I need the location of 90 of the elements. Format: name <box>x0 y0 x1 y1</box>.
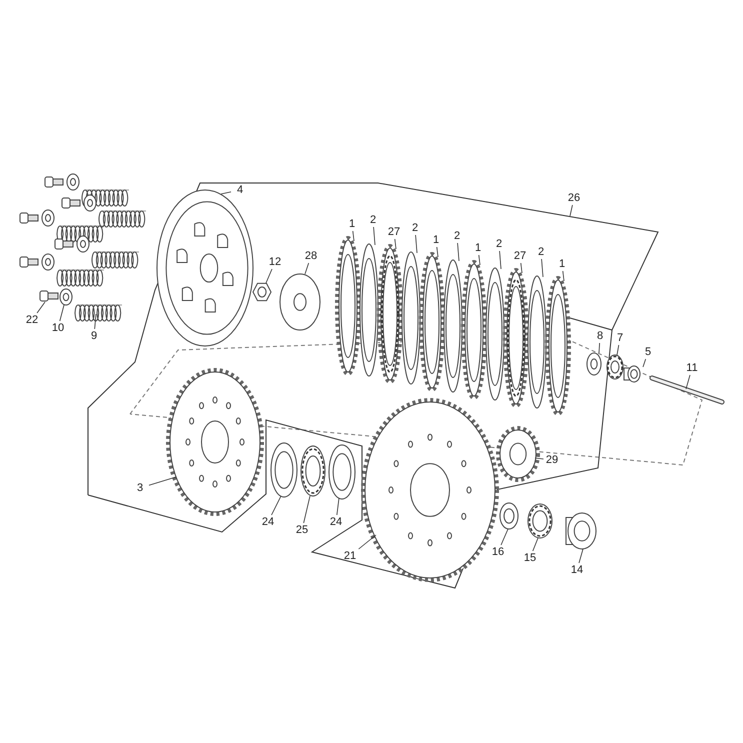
bearing-drawing <box>280 274 320 330</box>
callout-number: 24 <box>328 516 344 528</box>
callout-number: 8 <box>596 330 604 342</box>
bush-drawing <box>566 512 596 550</box>
leader-line <box>94 314 96 330</box>
leader-line <box>59 304 64 322</box>
nut-drawing <box>252 282 272 302</box>
leader-line <box>534 458 544 460</box>
callout-number: 28 <box>304 250 318 262</box>
callout-number: 3 <box>136 482 144 494</box>
leader-line <box>336 498 340 516</box>
leader-line <box>562 270 564 282</box>
friction-plate-drawing <box>503 268 529 408</box>
steel-plate-drawing <box>444 260 462 392</box>
spring-drawing <box>74 304 122 322</box>
leader-line <box>266 268 272 284</box>
friction-plate-drawing <box>377 244 403 384</box>
callout-number: 1 <box>558 258 566 270</box>
leader-line <box>303 496 310 524</box>
callout-number: 22 <box>24 314 40 326</box>
leader-line <box>520 262 522 274</box>
friction-plate-drawing <box>419 252 445 392</box>
callout-number: 12 <box>268 256 282 268</box>
leader-line <box>578 548 584 564</box>
callout-number: 11 <box>685 362 699 374</box>
leader-line <box>304 262 310 274</box>
needle-cage-drawing <box>528 504 552 538</box>
callout-number: 21 <box>342 550 358 562</box>
leader-line <box>148 476 176 486</box>
leader-line <box>358 534 376 550</box>
callout-number: 15 <box>522 552 538 564</box>
leader-line <box>500 528 508 546</box>
callout-number: 2 <box>536 246 546 258</box>
callout-number: 2 <box>410 222 420 234</box>
leader-line <box>220 192 232 194</box>
leader-line <box>616 344 620 356</box>
leader-line <box>499 250 502 270</box>
friction-plate-drawing <box>545 276 571 416</box>
callout-number: 14 <box>570 564 584 576</box>
thrust-washer-drawing <box>270 442 298 498</box>
leader-line <box>598 342 600 354</box>
bearing-drawing <box>606 354 624 380</box>
leader-line <box>436 246 438 258</box>
steel-plate-drawing <box>360 244 378 376</box>
callout-number: 24 <box>260 516 276 528</box>
callout-number: 1 <box>348 218 356 230</box>
callout-number: 27 <box>386 226 402 238</box>
leader-line <box>394 238 396 250</box>
leader-line <box>570 204 573 216</box>
callout-number: 2 <box>494 238 504 250</box>
leader-line <box>271 496 282 516</box>
leader-line <box>532 538 538 552</box>
callout-number: 25 <box>294 524 310 536</box>
callout-number: 27 <box>512 250 528 262</box>
washer-drawing <box>586 352 602 376</box>
callout-number: 1 <box>432 234 440 246</box>
callout-number: 2 <box>452 230 462 242</box>
clutch-hub-drawing <box>166 368 264 516</box>
pushrod-piece-drawing <box>624 366 640 382</box>
leader-line <box>642 358 646 368</box>
leader-line <box>541 258 544 278</box>
friction-plate-drawing <box>461 260 487 400</box>
tab-washer-drawing <box>500 502 518 530</box>
friction-plate-drawing <box>335 236 361 376</box>
callout-number: 16 <box>490 546 506 558</box>
steel-plate-drawing <box>486 268 504 400</box>
leader-line <box>373 226 376 246</box>
leader-line <box>415 234 418 254</box>
callout-number: 7 <box>616 332 624 344</box>
leader-line <box>457 242 460 262</box>
thrust-washer-drawing <box>328 444 356 500</box>
leader-line <box>36 302 46 314</box>
callout-number: 4 <box>236 184 244 196</box>
callout-number: 2 <box>368 214 378 226</box>
callout-number: 10 <box>50 322 66 334</box>
washer-drawing <box>60 288 72 306</box>
callout-number: 9 <box>90 330 98 342</box>
steel-plate-drawing <box>528 276 546 408</box>
callout-number: 26 <box>566 192 582 204</box>
gear-drawing <box>496 426 540 482</box>
leader-line <box>478 254 480 266</box>
callout-number: 1 <box>474 242 482 254</box>
leader-line <box>686 374 690 390</box>
bolt-drawing <box>40 290 58 302</box>
steel-plate-drawing <box>402 252 420 384</box>
rod-drawing <box>650 376 724 404</box>
needle-bearing-drawing <box>300 446 326 496</box>
leader-line <box>352 230 354 242</box>
callout-number: 5 <box>644 346 652 358</box>
callout-number: 29 <box>544 454 560 466</box>
